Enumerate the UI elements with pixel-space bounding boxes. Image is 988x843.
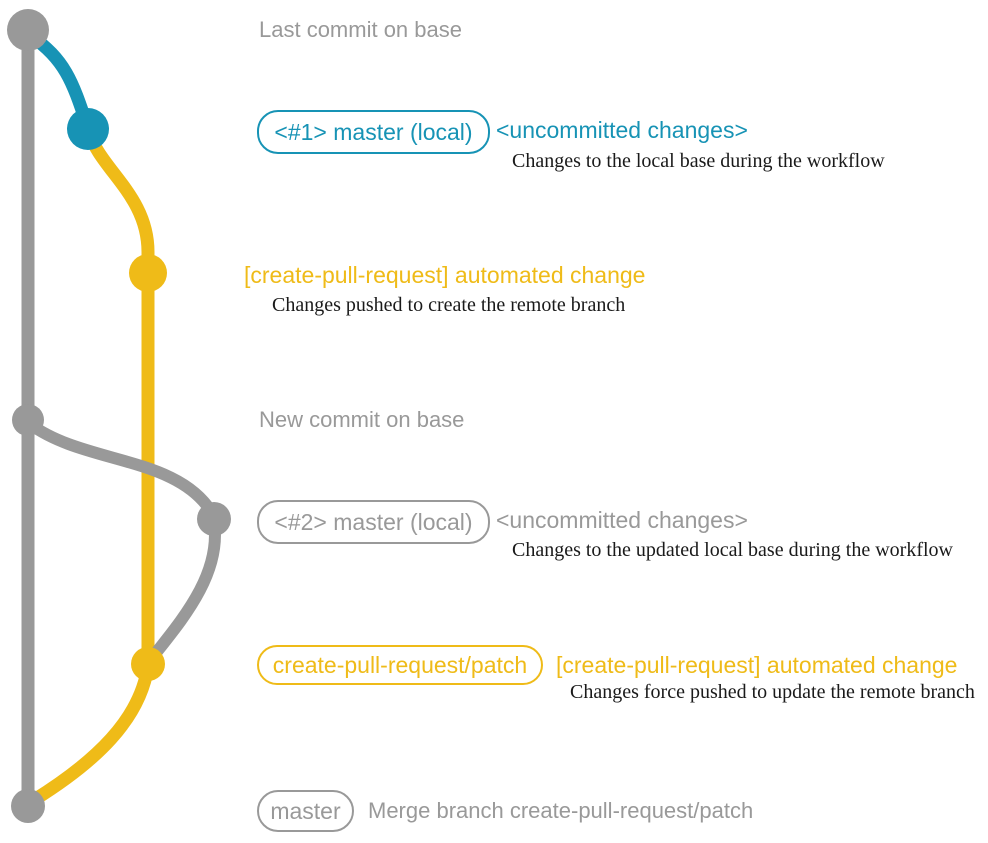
automated-change-2-label: [create-pull-request] automated change	[556, 652, 958, 678]
commit-node-local-master-1	[67, 108, 109, 150]
branch-line-patch-to-merge	[27, 659, 155, 807]
uncommitted-changes-2-label: <uncommitted changes>	[496, 507, 748, 533]
automated-change-1-description: Changes pushed to create the remote bran…	[272, 294, 626, 316]
new-commit-caption: New commit on base	[259, 407, 465, 432]
commit-node-merge	[11, 789, 45, 823]
branch-badge-create-pull-request-patch: create-pull-request/patch	[257, 645, 543, 685]
automated-change-1-label: [create-pull-request] automated change	[244, 262, 646, 288]
branch-line-master-2-to-patch	[146, 516, 221, 664]
branch-badge-master-local-2: <#2> master (local)	[257, 500, 490, 544]
commit-node-patch-force-push	[131, 647, 165, 681]
branch-badge-master-local-1: <#1> master (local)	[257, 110, 490, 154]
branch-badge-master-label: master	[270, 797, 341, 824]
commit-node-new-commit-on-base	[12, 404, 44, 436]
branch-badge-master-local-1-label: <#1> master (local)	[274, 118, 473, 145]
merge-caption: Merge branch create-pull-request/patch	[368, 798, 754, 823]
branch-badge-master-local-2-label: <#2> master (local)	[274, 508, 473, 535]
branch-line-local-master-2	[24, 418, 220, 522]
uncommitted-changes-1-description: Changes to the local base during the wor…	[512, 150, 885, 172]
last-commit-caption: Last commit on base	[259, 17, 462, 42]
branch-badge-create-pull-request-patch-label: create-pull-request/patch	[272, 651, 528, 678]
commit-node-patch-push	[129, 254, 167, 292]
commit-node-local-master-2	[197, 502, 231, 536]
branch-line-create-pull-request-patch	[81, 123, 155, 670]
automated-change-2-description: Changes force pushed to update the remot…	[570, 681, 975, 703]
commit-node-last-commit-on-base	[7, 9, 49, 51]
uncommitted-changes-1-label: <uncommitted changes>	[496, 117, 748, 143]
branch-badge-master: master	[257, 790, 354, 832]
uncommitted-changes-2-description: Changes to the updated local base during…	[512, 539, 953, 561]
